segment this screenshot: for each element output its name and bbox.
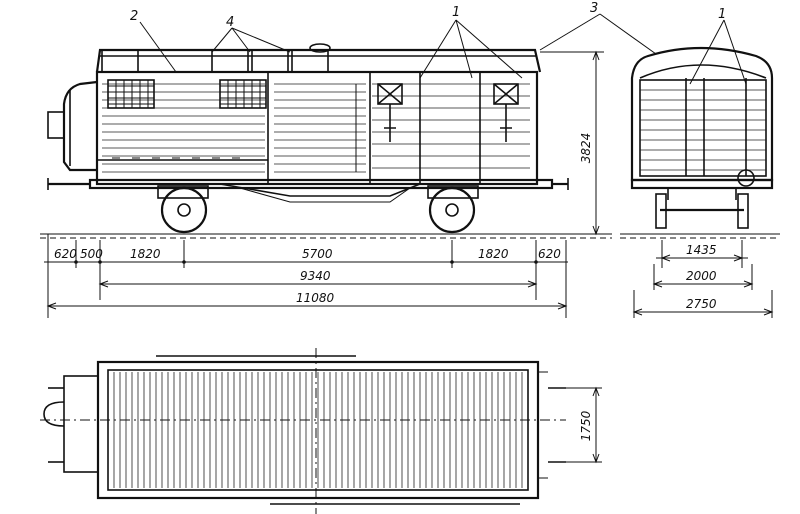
callout-3: 3 xyxy=(590,1,598,16)
car-body xyxy=(95,70,539,186)
wheelset-right xyxy=(427,185,479,234)
side-view: 2 4 1 3 3824 620 500 1820 5700 1820 620 … xyxy=(40,1,657,318)
dim-620-left: 620 xyxy=(54,247,77,261)
door-latch xyxy=(377,83,519,142)
side-planking xyxy=(102,83,530,173)
end-planking xyxy=(640,89,766,171)
dim-3824: 3824 xyxy=(579,133,593,164)
end-cab xyxy=(62,80,98,172)
dim-2750: 2750 xyxy=(686,297,717,311)
dim-1750: 1750 xyxy=(579,410,593,441)
dim-2000: 2000 xyxy=(686,269,717,283)
vent-grille xyxy=(107,79,267,109)
dim-620-right: 620 xyxy=(538,247,561,261)
end-view: 1 1435 2000 2750 xyxy=(620,7,780,318)
wheelset-left xyxy=(157,185,209,234)
end-wheelset xyxy=(655,188,749,229)
dim-1435: 1435 xyxy=(686,243,717,257)
callout-2: 2 xyxy=(130,9,138,24)
dim-500: 500 xyxy=(80,247,103,261)
callout-4: 4 xyxy=(226,15,234,30)
dim-1820-left: 1820 xyxy=(130,247,161,261)
plan-view: 1750 xyxy=(40,348,602,514)
dim-5700: 5700 xyxy=(302,247,333,261)
dim-9340: 9340 xyxy=(300,269,331,283)
dim-1820-right: 1820 xyxy=(478,247,509,261)
car-roof xyxy=(95,48,542,73)
end-body xyxy=(630,46,774,182)
dim-11080: 11080 xyxy=(296,291,335,305)
callout-1-end: 1 xyxy=(718,7,726,22)
callout-1-side: 1 xyxy=(452,5,460,20)
roof-boards xyxy=(113,372,523,488)
